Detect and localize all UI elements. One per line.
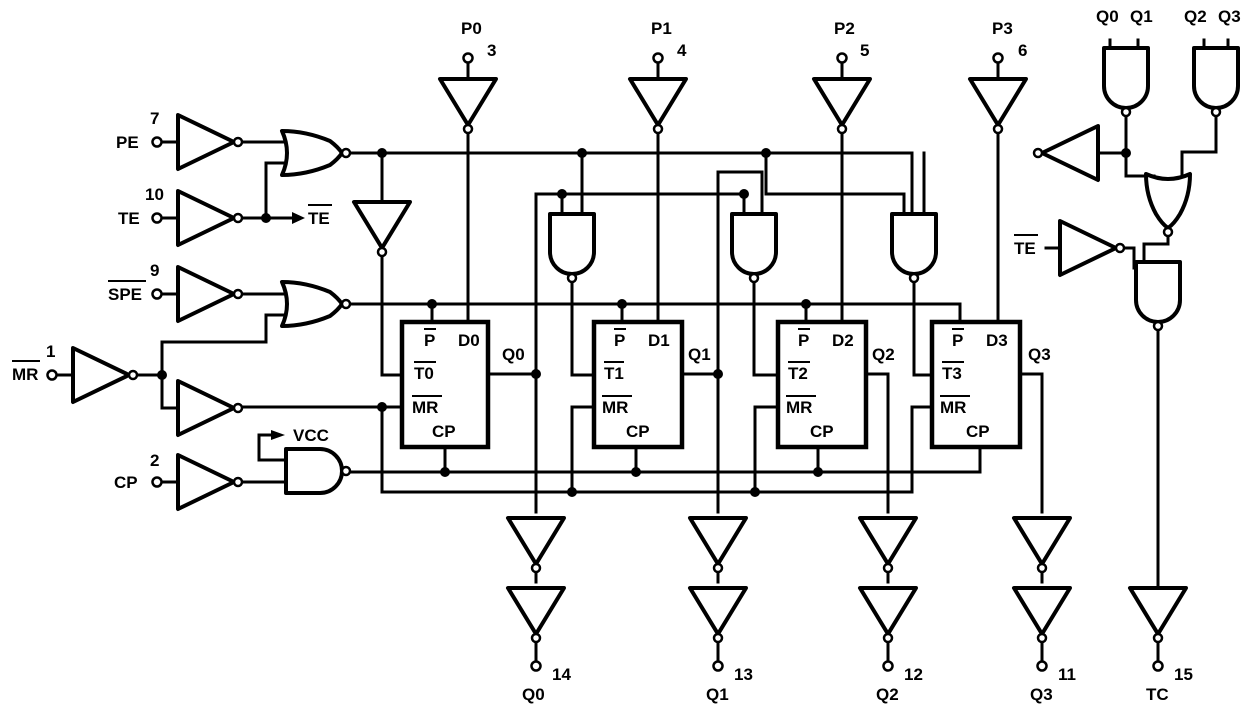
input-label-cp: CP [114,473,138,492]
flip-flop-0 [399,319,491,450]
input-pin-te: 10 [145,185,164,204]
ff0-mr-label: MR [412,398,438,417]
ff1-mr-label: MR [602,398,628,417]
ff0-cp-label: CP [432,422,456,441]
ff1-p-label: P [614,331,625,350]
output-q3-label: Q3 [1030,685,1053,704]
input-label-spe: SPE [108,285,142,304]
output-q0-pin: 14 [552,665,571,684]
ff0-d-label: D0 [458,331,480,350]
tc-q0-label: Q0 [1096,7,1119,26]
ff0-q-label: Q0 [502,345,525,364]
ff2-q-label: Q2 [872,345,895,364]
tc-q3-label: Q3 [1218,7,1241,26]
parallel-input-buffers [438,77,1028,135]
ff3-cp-label: CP [966,422,990,441]
flip-flop-2 [775,319,869,450]
input-logic [71,113,412,511]
tc-te-label: TE [1014,239,1036,258]
output-q1-pin: 13 [734,665,753,684]
p2-pin: 5 [860,41,869,60]
input-label-pe: PE [116,133,139,152]
ff3-mr-label: MR [940,398,966,417]
output-tc-pin: 15 [1174,665,1193,684]
ff1-d-label: D1 [648,331,670,350]
p0-pin: 3 [487,41,496,60]
output-q0-label: Q0 [522,685,545,704]
output-q1-label: Q1 [706,685,729,704]
input-label-te: TE [118,209,140,228]
ff1-cp-label: CP [626,422,650,441]
junction-dots [157,148,1131,497]
output-tc-label: TC [1146,685,1169,704]
toggle-and-gates [548,212,938,284]
output-q3-pin: 11 [1058,665,1076,684]
p2-label: P2 [834,19,855,38]
terminal-count-logic [1032,46,1240,332]
ff1-t-label: T1 [604,364,624,383]
ff0-t-label: T0 [414,364,434,383]
ff3-p-label: P [952,331,963,350]
ff2-t-label: T2 [788,364,808,383]
ff2-mr-label: MR [786,398,812,417]
flip-flop-3 [929,319,1023,450]
flip-flop-1 [591,319,685,450]
p3-label: P3 [992,19,1013,38]
p1-label: P1 [651,19,672,38]
ff3-d-label: D3 [986,331,1008,350]
p0-label: P0 [461,19,482,38]
ff3-q-label: Q3 [1028,345,1051,364]
input-pin-spe: 9 [150,261,159,280]
vcc-label: VCC [293,426,329,445]
output-q2-pin: 12 [904,665,923,684]
ff2-cp-label: CP [810,422,834,441]
output-buffers [506,516,1188,644]
pin-markers [46,52,1164,672]
output-q2-label: Q2 [876,685,899,704]
ff2-d-label: D2 [832,331,854,350]
te-bar-output-label: TE [308,209,330,228]
ff3-t-label: T3 [942,364,962,383]
ff1-q-label: Q1 [688,345,711,364]
input-pin-mr: 1 [46,342,55,361]
p1-pin: 4 [677,41,687,60]
input-pin-pe: 7 [150,109,159,128]
labels: PE 7 TE 10 SPE 9 MR 1 CP 2 TE VCC P0 3 P… [12,7,1241,704]
input-pin-cp: 2 [150,451,159,470]
ff2-p-label: P [798,331,809,350]
p3-pin: 6 [1018,41,1027,60]
ff0-p-label: P [424,331,435,350]
tc-q2-label: Q2 [1184,7,1207,26]
tc-q1-label: Q1 [1130,7,1153,26]
input-label-mr: MR [12,365,38,384]
